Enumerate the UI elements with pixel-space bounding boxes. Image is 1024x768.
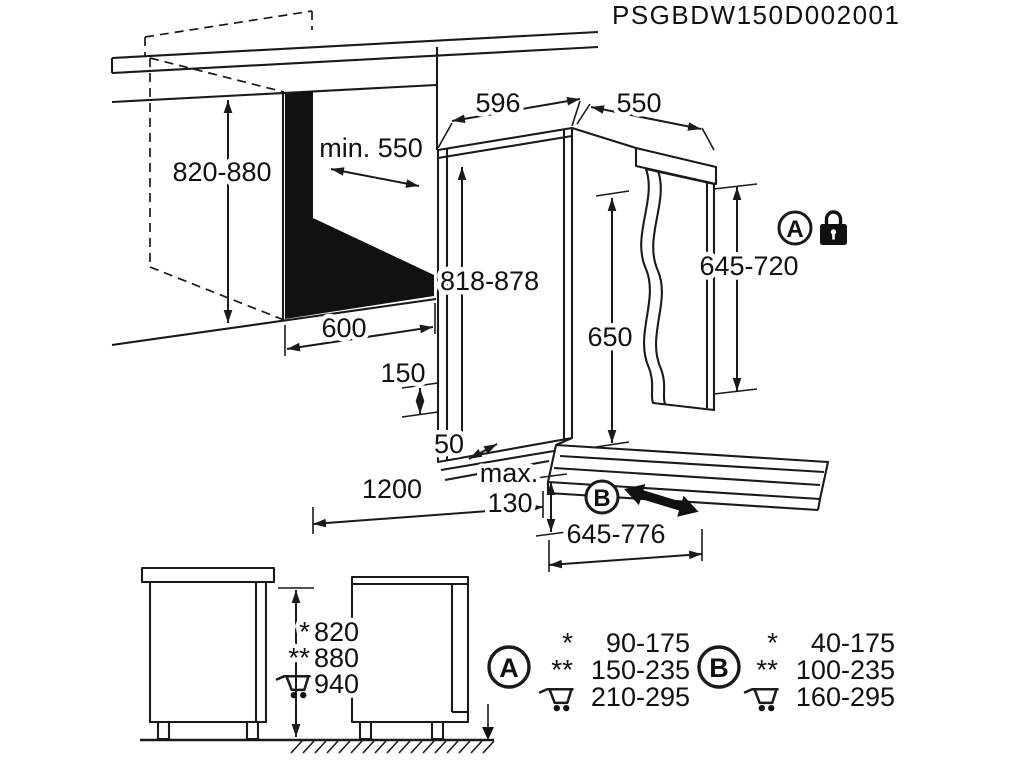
dim-niche-width-label: 600	[321, 313, 366, 343]
legend-b-value-3: 160-295	[796, 682, 895, 712]
dim-appliance-height-label: 818-878	[440, 266, 539, 296]
dim-furniture-door-height: 645-720	[695, 183, 803, 395]
dim-niche-depth-label: min. 550	[319, 133, 423, 163]
cart-icon	[538, 687, 574, 713]
dim-niche-height-label: 820-880	[172, 157, 271, 187]
marker-b: B	[584, 479, 620, 515]
dim-plinth-recess-value: 130	[487, 488, 532, 518]
legend-a-symbol-1: *	[562, 627, 573, 658]
side-dim-symbol-2: **	[288, 642, 310, 673]
dim-plinth-height-label: 150	[380, 358, 425, 388]
dim-appliance-depth: 550	[576, 84, 715, 151]
side-dim-value-1: 820	[314, 617, 359, 647]
cart-icon	[743, 687, 779, 713]
dim-plinth-recess-max-label: max.	[480, 458, 539, 488]
dim-door-height-label: 650	[587, 322, 632, 352]
dim-gap-bottom: 50	[429, 425, 498, 464]
dim-door-height: 650	[583, 190, 637, 448]
marker-b-label: B	[593, 485, 610, 512]
furniture-panel	[634, 146, 718, 412]
legend-a-value-1: 90-175	[606, 628, 690, 658]
side-dim-value-2: 880	[314, 643, 359, 673]
lock-icon	[820, 210, 847, 245]
ground-line	[140, 704, 495, 754]
marker-a: A	[777, 210, 813, 246]
dim-furniture-door-width-label: 645-776	[566, 519, 665, 549]
worktop-and-cabinet	[110, 10, 599, 347]
dim-appliance-height: 818-878	[436, 167, 544, 450]
dim-gap-bottom-label: 50	[434, 429, 464, 459]
dim-plinth-recess: max. 130	[475, 454, 568, 537]
legend-a-label: A	[499, 653, 519, 683]
dim-appliance-depth-label: 550	[616, 88, 661, 118]
legend-a-symbol-2: **	[551, 654, 573, 685]
legend-a-value-3: 210-295	[591, 682, 690, 712]
legend-b-symbol-1: *	[767, 627, 778, 658]
slide-arrow-icon	[624, 484, 699, 517]
dishwasher-box	[436, 126, 637, 464]
legend-b-symbol-2: **	[756, 654, 778, 685]
legend-b-value-1: 40-175	[811, 628, 895, 658]
side-dim-symbol-1: *	[299, 616, 310, 647]
dim-furniture-door-height-label: 645-720	[699, 251, 798, 281]
cart-icon	[275, 674, 311, 700]
side-dim-value-3: 940	[314, 669, 359, 699]
document-code: PSGBDW150D002001	[612, 0, 900, 30]
legend-a-value-2: 150-235	[591, 655, 690, 685]
legend-b-value-2: 100-235	[796, 655, 895, 685]
dim-niche-width: 600	[284, 303, 436, 356]
dim-appliance-width: 596	[437, 84, 581, 149]
dim-plinth-height: 150	[376, 354, 439, 418]
dim-furniture-door-width: 645-776	[548, 515, 703, 572]
dim-niche-depth: min. 550	[315, 129, 427, 188]
dim-hose-length: 1200	[312, 470, 544, 534]
niche-opening	[281, 91, 434, 320]
side-view-dishwasher	[350, 575, 470, 741]
dim-hose-length-label: 1200	[362, 474, 422, 504]
dim-appliance-width-label: 596	[475, 88, 520, 118]
dim-side-height: * 820 ** 880 940	[275, 587, 364, 737]
marker-a-label: A	[786, 216, 803, 243]
dim-niche-height: 820-880	[168, 100, 276, 323]
legend-a: A * 90-175 ** 150-235 210-295	[487, 627, 690, 713]
open-door-panel	[440, 437, 830, 512]
legend-b-label: B	[709, 653, 729, 683]
side-view-cabinet	[140, 566, 276, 741]
legend-b: B * 40-175 ** 100-235 160-295	[697, 627, 895, 713]
